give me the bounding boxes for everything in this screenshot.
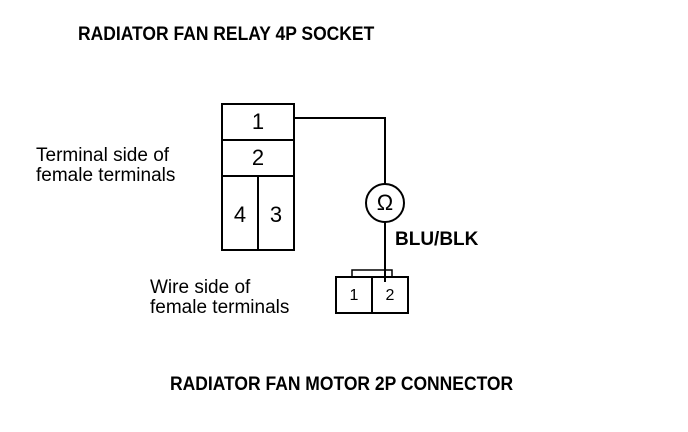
relay-terminal-2: 2 [251,145,265,170]
relay-terminal-1: 1 [251,109,265,134]
wire-color-label: BLU/BLK [395,229,479,250]
motor-terminal-1: 1 [349,287,359,304]
relay-side-label-line1: Terminal side of [36,145,170,166]
motor-terminal-2: 2 [385,287,395,304]
motor-connector-lock-tab [351,269,393,278]
relay-terminal-4: 4 [233,202,247,227]
motor-side-label-line2: female terminals [150,297,290,318]
motor-side-label-line1: Wire side of [150,277,251,298]
probe-wire-top [294,117,386,184]
motor-connector-title: RADIATOR FAN MOTOR 2P CONNECTOR [170,374,514,395]
ohm-icon: Ω [376,190,394,215]
relay-terminal-3: 3 [269,202,283,227]
relay-side-label-line2: female terminals [36,165,176,186]
relay-socket-title: RADIATOR FAN RELAY 4P SOCKET [78,24,375,45]
